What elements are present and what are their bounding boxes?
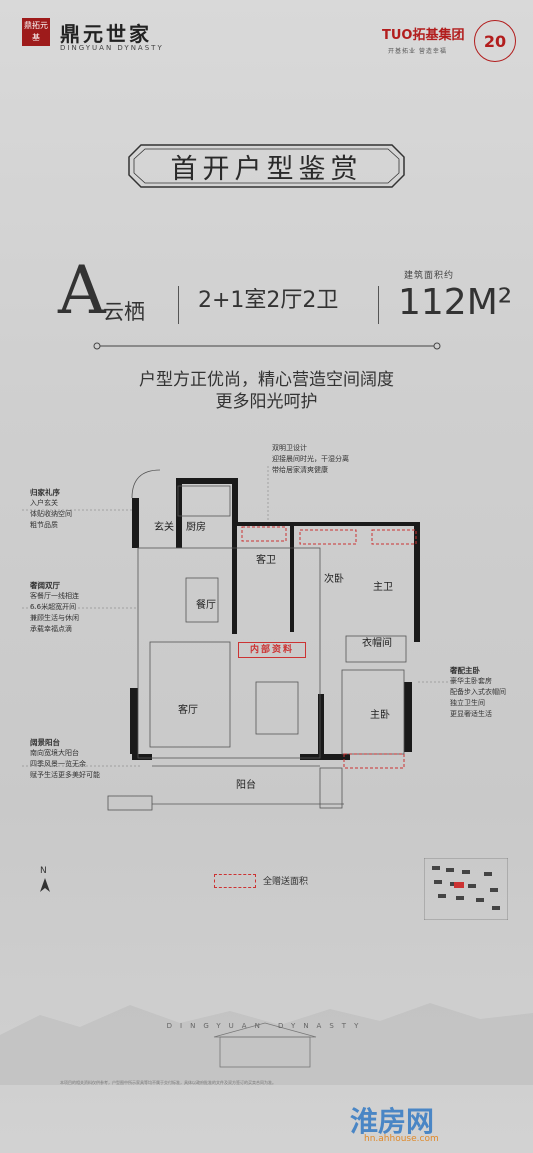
note-line: 兼顾生活与休闲 (30, 614, 79, 622)
note-line: 体贴收纳空间 (30, 510, 72, 518)
note-living: 奢阔双厅 客餐厅一线相连 6.6米超宽开间 兼顾生活与休闲 承载幸福点滴 (30, 580, 79, 635)
room-kitchen: 厨房 (186, 522, 206, 533)
anniversary-badge: 20 (474, 20, 516, 62)
area-label: 建筑面积约 (404, 271, 455, 281)
room-master-bedroom: 主卧 (370, 710, 390, 721)
room-entry: 玄关 (154, 522, 174, 533)
floor-plan (22, 466, 448, 811)
brand-name-en: DINGYUAN DYNASTY (60, 44, 164, 52)
note-line: 四季风景一览无余 (30, 760, 86, 768)
watermark-url: hn.ahhouse.com (364, 1134, 439, 1144)
site-map-icon (424, 858, 508, 920)
note-title: 归家礼序 (30, 488, 60, 497)
room-master-bath: 主卫 (373, 582, 393, 593)
unit-layout: 2+1室2厅2卫 (198, 288, 339, 313)
note-line: 入户玄关 (30, 499, 58, 507)
room-living: 客厅 (178, 705, 198, 716)
note-line: 更显奢适生活 (450, 710, 492, 718)
note-line: 赋予生活更多美好可能 (30, 771, 100, 779)
unit-name: 云栖 (103, 300, 145, 324)
note-balcony: 阔景阳台 南向宽境大阳台 四季风景一览无余 赋予生活更多美好可能 (30, 737, 100, 781)
unit-area: 112M² (398, 282, 513, 323)
mountain-decoration (0, 1003, 533, 1085)
fine-print: 本项目的相关资料仅供参考，户型图中所示家具等均不属于交付标准，具体以政府批准的文… (60, 1080, 276, 1085)
internal-stamp: 内部资料 (238, 642, 306, 658)
developer-logo: TUO拓基集团 (382, 28, 465, 43)
brand-name: 鼎元世家 (60, 22, 152, 46)
slogan-line-1: 户型方正优尚，精心营造空间阔度 (139, 370, 394, 390)
slogan-line-2: 更多阳光呵护 (215, 392, 318, 412)
note-line: 独立卫生间 (450, 699, 485, 707)
room-closet: 衣帽间 (362, 638, 392, 649)
note-line: 6.6米超宽开间 (30, 603, 77, 611)
ornament-line (93, 342, 441, 350)
room-guest-bath: 客卫 (256, 555, 276, 566)
note-line: 带给居家清爽健康 (272, 466, 328, 474)
note-line: 配备步入式衣帽间 (450, 688, 506, 696)
note-title: 阔景阳台 (30, 738, 60, 747)
room-dining: 餐厅 (196, 600, 216, 611)
note-title: 奢配主卧 (450, 666, 480, 675)
note-line: 迎接晨间时光，干湿分离 (272, 455, 349, 463)
unit-letter: A (58, 252, 106, 329)
developer-motto: 开基拓业 营造幸福 (388, 48, 447, 55)
gift-area-label: 全赠送面积 (263, 877, 309, 887)
brand-seal: 鼎拓元基 (22, 18, 50, 46)
room-balcony: 阳台 (236, 780, 256, 791)
note-entrance: 归家礼序 入户玄关 体贴收纳空间 粗节品质 (30, 487, 72, 531)
room-second-bedroom: 次卧 (324, 574, 344, 585)
north-arrow-icon (40, 878, 50, 892)
note-bathroom: 双明卫设计 迎接晨间时光，干湿分离 带给居家清爽健康 (272, 443, 349, 476)
divider (378, 286, 379, 324)
page-title: 首开户型鉴赏 (170, 154, 363, 185)
footer-brand-en: DINGYUAN DYNASTY (166, 1022, 367, 1030)
note-line: 豪华主卧套房 (450, 677, 492, 685)
watermark-logo: 淮房网 (350, 1105, 435, 1138)
gift-area-swatch (214, 874, 256, 888)
note-line: 客餐厅一线相连 (30, 592, 79, 600)
note-line: 粗节品质 (30, 521, 58, 529)
divider (178, 286, 179, 324)
compass-label: N (40, 866, 47, 876)
note-line: 南向宽境大阳台 (30, 749, 79, 757)
note-line: 双明卫设计 (272, 444, 307, 452)
note-line: 承载幸福点滴 (30, 625, 72, 633)
note-title: 奢阔双厅 (30, 581, 60, 590)
title-frame (128, 144, 405, 188)
note-master: 奢配主卧 豪华主卧套房 配备步入式衣帽间 独立卫生间 更显奢适生活 (450, 665, 506, 720)
